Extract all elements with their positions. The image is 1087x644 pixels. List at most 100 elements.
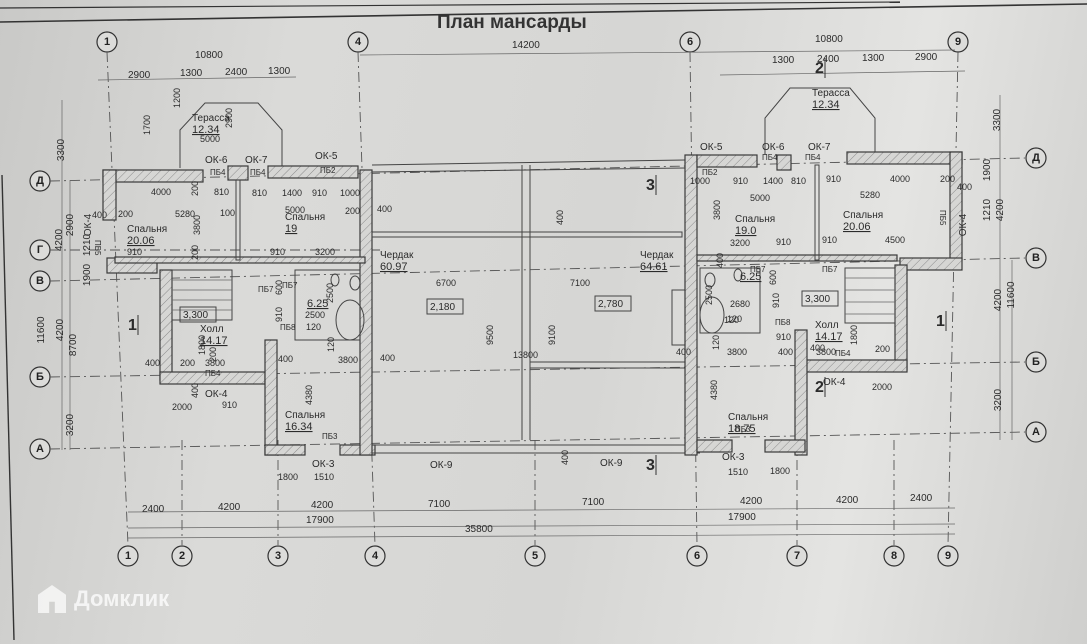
dim-top-left-total: 10800 <box>195 50 223 61</box>
dim-right-bath: 120 <box>724 315 739 325</box>
level-mark-box <box>801 290 839 307</box>
lintel-mark: ПБ4 <box>210 168 226 177</box>
axis-bubble-4-top: 4 <box>347 31 369 53</box>
drawing-title: План мансарды <box>437 12 587 33</box>
dim-left-hall: 400 <box>190 383 200 398</box>
svg-text:2: 2 <box>179 550 185 562</box>
axis-bubble-Д-left: Д <box>29 170 51 192</box>
dim-right-bath: 2680 <box>730 299 750 309</box>
dim-top-center-total: 14200 <box>512 40 540 51</box>
dim-right-bedroom-a: 400 <box>715 253 725 268</box>
axis-bubble-8-bottom: 8 <box>883 545 905 567</box>
room-area-2: 12.34 <box>812 99 840 111</box>
toilet-icon <box>704 272 716 288</box>
room-name-11: Спальня <box>843 210 883 221</box>
dim-right-hall: 1800 <box>849 325 859 345</box>
dim-attic: 400 <box>380 353 395 363</box>
dim-right-bedroom-a: 910 <box>733 176 748 186</box>
opening-mark-ок-3: ОК-3 <box>312 459 335 470</box>
axis-bubble-7-bottom: 7 <box>786 545 808 567</box>
room-name-4: Спальня <box>285 212 325 223</box>
dim-right-vertical: 11600 <box>1006 281 1017 309</box>
section-mark-1: 1 <box>936 313 945 330</box>
dim-top-right-seg: 2900 <box>915 52 938 63</box>
axis-bubble-1-bottom: 1 <box>117 545 139 567</box>
dim-bottom-half-right: 17900 <box>728 512 756 523</box>
room-name-14: Спальня <box>728 412 768 423</box>
watermark: Домклик <box>38 585 169 613</box>
sink-icon <box>733 268 743 282</box>
level-mark: 2,780 <box>598 299 623 310</box>
wall <box>764 439 806 453</box>
svg-text:Д: Д <box>1032 152 1040 164</box>
room-name-8: Чердак <box>380 250 414 261</box>
dim-left-bedroom-a: 4000 <box>151 187 171 197</box>
lintel-mark: ПБ4 <box>835 349 851 358</box>
dim-right-bath: 2500 <box>704 285 714 305</box>
svg-text:Г: Г <box>37 244 44 256</box>
svg-text:6: 6 <box>694 550 700 562</box>
room-area-3: 20.06 <box>127 235 155 247</box>
dim-left-bedroom-b: 5000 <box>285 205 305 215</box>
axis-bubble-Б-right: Б <box>1025 351 1047 373</box>
svg-text:4: 4 <box>355 36 362 48</box>
dim-top-right-seg: 2400 <box>817 54 840 65</box>
room-area-6: 6.25 <box>307 298 328 310</box>
opening-mark-ок-6: ОК-6 <box>762 142 785 153</box>
dim-left-bedroom-a: 200 <box>118 209 133 219</box>
axis-bubble-2-bottom: 2 <box>171 545 193 567</box>
dim-terrace-left: 1200 <box>172 88 182 108</box>
dim-left-bedroom-b: 1400 <box>282 188 302 198</box>
dim-right-hall: 910 <box>776 332 791 342</box>
dim-right-bedroom-b: 4500 <box>885 235 905 245</box>
dimension-lines <box>61 49 1013 539</box>
dim-right-bedroom-b: 4000 <box>890 174 910 184</box>
dim-right-hall: 3800 <box>816 347 836 357</box>
dim-right-bedroom-a: 910 <box>776 237 791 247</box>
dim-left-bedroom-b: 910 <box>270 247 285 257</box>
dim-attic: 400 <box>676 347 691 357</box>
svg-text:6: 6 <box>687 36 693 48</box>
axis-bubble-В-right: В <box>1025 247 1047 269</box>
dim-right-bedroom-b: 5280 <box>860 190 880 200</box>
dim-left-bedroom-b: 810 <box>252 188 267 198</box>
svg-text:7: 7 <box>794 550 800 562</box>
axis-bubble-3-bottom: 3 <box>267 545 289 567</box>
room-area-10: 19.0 <box>735 225 756 237</box>
dim-right-hall: 910 <box>771 293 781 308</box>
domclick-logo-icon <box>38 585 66 613</box>
dim-right-bedroom-a: 3800 <box>712 200 722 220</box>
dim-left-bedroom-a: 810 <box>214 187 229 197</box>
dim-right-bedroom-c: 3800 <box>727 347 747 357</box>
dim-left-hall: 910 <box>222 400 237 410</box>
dim-terrace-left: 5000 <box>200 134 220 144</box>
dim-right-bedroom-a: 5000 <box>750 193 770 203</box>
section-mark-2: 2 <box>815 379 824 396</box>
dim-right-vertical: 3300 <box>992 108 1003 131</box>
dim-right-vertical: 4200 <box>993 288 1004 311</box>
dim-bottom-openings: 1510 <box>314 472 334 482</box>
dim-left-hall: 200 <box>208 347 218 362</box>
room-area-14: 18,75 <box>728 423 756 435</box>
axis-bubble-9-top: 9 <box>947 31 969 53</box>
lintel-mark: ПБ2 <box>702 168 718 177</box>
wall <box>159 269 173 381</box>
opening-mark-ок-4: ОК-4 <box>823 377 846 388</box>
lintel-mark: ПБ8 <box>775 318 791 327</box>
dim-left-bedroom-a: 910 <box>127 247 142 257</box>
dim-top-right-seg: 1300 <box>772 55 795 66</box>
dim-right-hall: 400 <box>810 343 825 353</box>
dim-terrace-left: 1700 <box>142 115 152 135</box>
wall <box>371 231 683 238</box>
dim-left-bedroom-b: 910 <box>312 188 327 198</box>
dim-right-bedroom-c: 4380 <box>709 380 719 400</box>
dim-left-vertical: 3200 <box>65 413 76 436</box>
wall <box>794 329 808 456</box>
dim-right-bedroom-a: 810 <box>791 176 806 186</box>
room-name-2: Терасса <box>812 88 850 99</box>
dim-left-bath: 120 <box>326 337 336 352</box>
opening-mark-ок-6: ОК-6 <box>205 155 228 166</box>
axis-bubble-4-bottom: 4 <box>364 545 386 567</box>
svg-text:В: В <box>36 275 44 287</box>
